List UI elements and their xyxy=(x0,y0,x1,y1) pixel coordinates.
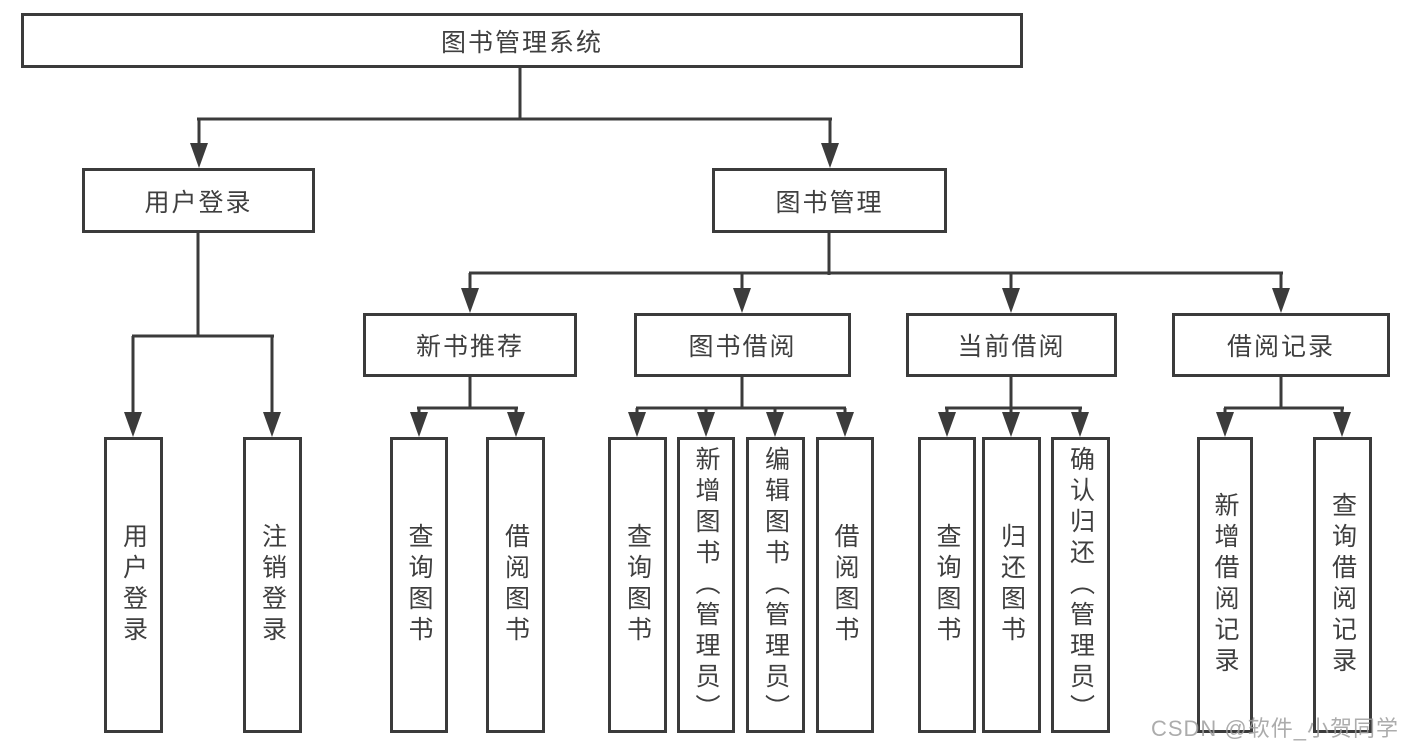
node-current-borrow: 当前借阅 xyxy=(906,313,1117,377)
leaf-bb-query-book: 查询图书 xyxy=(608,437,667,733)
node-new-book-recommend: 新书推荐 xyxy=(363,313,577,377)
leaf-nbr-query-book: 查询图书 xyxy=(390,437,448,733)
leaf-nbr-borrow-book: 借阅图书 xyxy=(486,437,545,733)
leaf-br-add-record: 新增借阅记录 xyxy=(1197,437,1253,733)
leaf-cb-query-book: 查询图书 xyxy=(918,437,976,733)
node-book-borrow: 图书借阅 xyxy=(634,313,851,377)
leaf-cb-confirm-return-admin: 确认归还（管理员） xyxy=(1051,437,1110,733)
leaf-user-login: 用户登录 xyxy=(104,437,163,733)
leaf-bb-add-book-admin: 新增图书（管理员） xyxy=(677,437,735,733)
leaf-cb-return-book: 归还图书 xyxy=(982,437,1041,733)
node-user-login: 用户登录 xyxy=(82,168,315,233)
leaf-bb-edit-book-admin: 编辑图书（管理员） xyxy=(746,437,805,733)
csdn-watermark: CSDN @软件_小贺同学 xyxy=(1150,716,1399,741)
node-borrow-records: 借阅记录 xyxy=(1172,313,1390,377)
leaf-logout: 注销登录 xyxy=(243,437,302,733)
node-book-management: 图书管理 xyxy=(712,168,947,233)
node-root: 图书管理系统 xyxy=(21,13,1023,68)
leaf-br-query-record: 查询借阅记录 xyxy=(1313,437,1372,733)
leaf-bb-borrow-book: 借阅图书 xyxy=(816,437,874,733)
